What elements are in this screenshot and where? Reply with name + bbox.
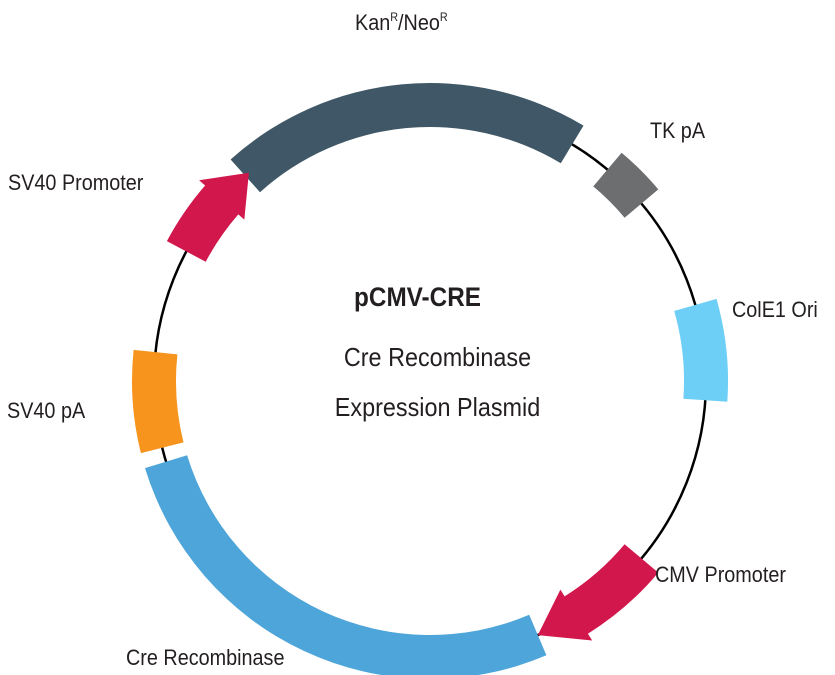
tk-pa-label: TK pA: [650, 118, 706, 143]
sv40-promoter-arrow: [166, 172, 249, 262]
plasmid-name: pCMV-CRE: [354, 282, 481, 312]
sv40-pa-segment: [131, 349, 184, 454]
sv40-pa-label: SV40 pA: [7, 398, 86, 423]
plasmid-subtitle-line2: Expression Plasmid: [334, 392, 541, 422]
tk-pa-segment: [593, 152, 659, 218]
cre-recombinase-segment: [145, 455, 547, 675]
kan-neo-label: KanR/NeoR: [355, 10, 448, 35]
cmv-promoter-label: CMV Promoter: [655, 562, 786, 587]
cole1-ori-label: ColE1 Ori: [732, 297, 818, 322]
sv40-promoter-label: SV40 Promoter: [8, 170, 144, 195]
kan-neo-segment: [230, 82, 584, 193]
cmv-promoter-arrow: [537, 544, 659, 641]
cre-recombinase-label: Cre Recombinase: [126, 645, 285, 670]
plasmid-subtitle-line1: Cre Recombinase: [343, 342, 532, 372]
cole1-ori-segment: [674, 298, 729, 402]
